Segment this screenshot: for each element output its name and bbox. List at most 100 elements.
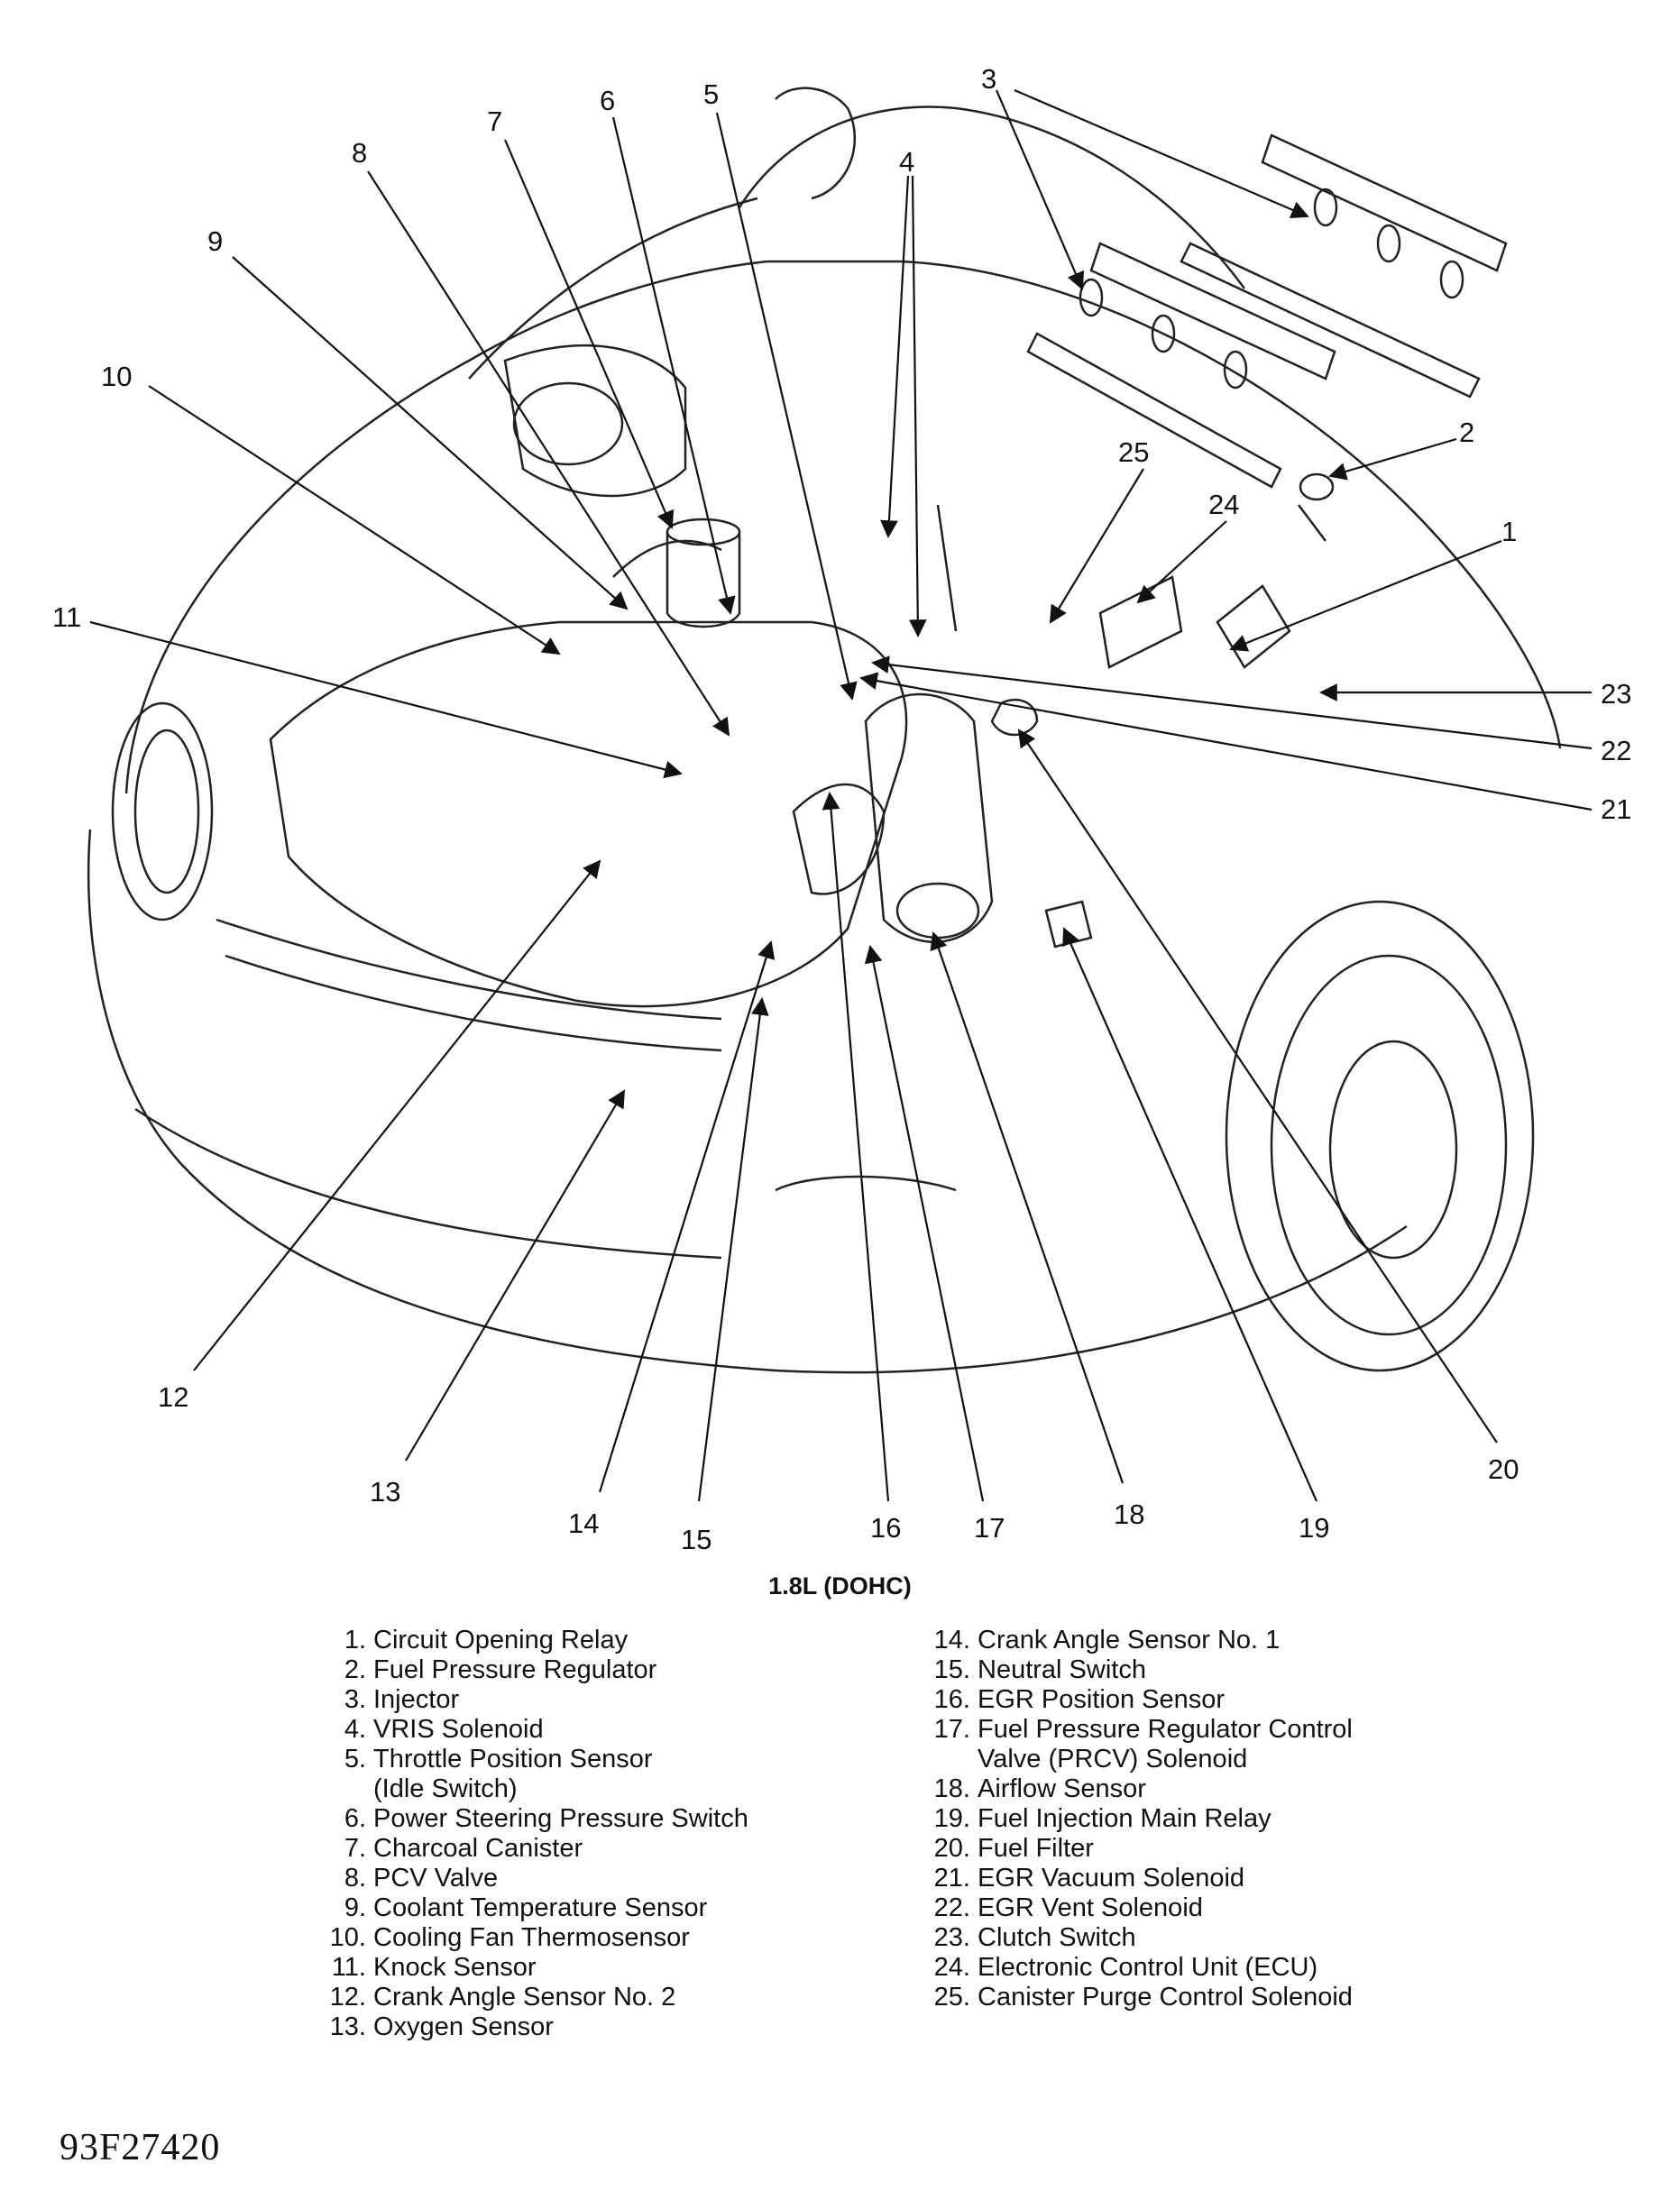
legend-number: 7. xyxy=(344,1834,366,1863)
leader-line-4b xyxy=(908,175,927,637)
legend-number: 17. xyxy=(933,1715,970,1744)
legend-label: EGR Position Sensor xyxy=(978,1685,1226,1714)
legend-label: Oxygen Sensor xyxy=(373,2012,554,2041)
legend-item: 21. EGR Vacuum Solenoid xyxy=(929,1864,1614,1893)
legend-label: EGR Vent Solenoid xyxy=(978,1893,1203,1922)
legend-label: Neutral Switch xyxy=(978,1655,1146,1684)
legend-number: 18. xyxy=(933,1774,970,1803)
callout-11: 11 xyxy=(52,601,81,633)
leader-line-6 xyxy=(611,116,736,615)
legend-label: EGR Vacuum Solenoid xyxy=(978,1864,1245,1893)
legend-label: PCV Valve xyxy=(373,1864,499,1893)
leader-line-13 xyxy=(405,1089,626,1462)
legend-item: 24. Electronic Control Unit (ECU) xyxy=(929,1953,1614,1983)
legend-left-column: 1.Circuit Opening Relay 2.Fuel Pressure … xyxy=(325,1626,902,2042)
callout-3: 3 xyxy=(981,63,996,95)
leader-line-3b xyxy=(1014,88,1309,219)
callout-14: 14 xyxy=(568,1508,599,1539)
legend-number: 5. xyxy=(344,1745,366,1774)
legend-item: 9.Coolant Temperature Sensor xyxy=(325,1893,902,1923)
legend-item: 22.EGR Vent Solenoid xyxy=(929,1893,1614,1923)
legend-item: 11.Knock Sensor xyxy=(325,1953,902,1983)
legend-label: Coolant Temperature Sensor xyxy=(373,1893,708,1922)
callout-17: 17 xyxy=(974,1512,1005,1544)
leader-line-11 xyxy=(89,620,683,779)
legend-number: 13. xyxy=(329,2012,366,2041)
leader-line-5 xyxy=(715,112,858,701)
leader-line-25 xyxy=(1049,468,1144,624)
legend-label: Airflow Sensor xyxy=(978,1774,1146,1803)
legend-number: 16. xyxy=(933,1685,970,1714)
car-body-outline xyxy=(87,87,1562,1374)
leader-line-3a xyxy=(995,89,1085,290)
legend-item: 1.Circuit Opening Relay xyxy=(325,1626,902,1655)
legend-number: 11. xyxy=(331,1953,366,1982)
legend-label: Circuit Opening Relay xyxy=(373,1626,629,1654)
legend-number: 9. xyxy=(344,1893,366,1922)
legend-item: 6.Power Steering Pressure Switch xyxy=(325,1804,902,1834)
legend-number: 6. xyxy=(344,1804,366,1833)
legend-item: 18. Airflow Sensor xyxy=(929,1774,1614,1804)
legend-number: 2. xyxy=(344,1655,366,1684)
legend-item: 10.Cooling Fan Thermosensor xyxy=(325,1923,902,1953)
callout-numbers: 1 2 3 4 5 6 7 8 9 10 11 12 13 14 15 16 1… xyxy=(52,63,1631,1555)
legend-number: 15. xyxy=(933,1655,970,1684)
legend-number: 3. xyxy=(344,1685,366,1714)
legend-item: 20.Fuel Filter xyxy=(929,1834,1614,1864)
callout-16: 16 xyxy=(870,1512,901,1544)
legend-label: Power Steering Pressure Switch xyxy=(373,1804,748,1833)
callout-2: 2 xyxy=(1459,417,1474,448)
leader-line-10 xyxy=(148,385,561,655)
legend-label: Electronic Control Unit (ECU) xyxy=(978,1953,1318,1982)
callout-20: 20 xyxy=(1488,1453,1519,1485)
callout-7: 7 xyxy=(487,105,502,137)
leader-line-9 xyxy=(232,256,629,610)
fuel-rail-assembly xyxy=(1026,133,1508,542)
legend-label: Fuel Pressure Regulator Control Valve (P… xyxy=(978,1715,1353,1774)
ecu-area xyxy=(990,575,1291,949)
leader-line-18 xyxy=(930,931,1125,1484)
headlight xyxy=(111,701,214,921)
legend-number: 8. xyxy=(344,1864,366,1893)
legend-number: 24. xyxy=(933,1953,970,1982)
legend-number: 4. xyxy=(344,1715,366,1744)
leader-line-14 xyxy=(598,940,776,1493)
legend-item: 16. EGR Position Sensor xyxy=(929,1685,1614,1715)
legend-label: Crank Angle Sensor No. 1 xyxy=(978,1626,1281,1654)
leader-line-16 xyxy=(822,792,890,1502)
legend-item: 13.Oxygen Sensor xyxy=(325,2012,902,2042)
legend-label: Crank Angle Sensor No. 2 xyxy=(373,1983,676,2012)
callout-9: 9 xyxy=(207,225,223,257)
callout-23: 23 xyxy=(1601,678,1631,710)
leader-line-24 xyxy=(1136,520,1227,604)
callout-19: 19 xyxy=(1299,1512,1329,1544)
leader-line-1 xyxy=(1229,539,1502,652)
legend-number: 10. xyxy=(329,1923,366,1952)
legend-item: 2.Fuel Pressure Regulator xyxy=(325,1655,902,1685)
legend-number: 23. xyxy=(933,1923,970,1952)
legend-item: 17. Fuel Pressure Regulator Control Valve… xyxy=(929,1715,1614,1774)
callout-15: 15 xyxy=(681,1524,711,1555)
legend-number: 21. xyxy=(933,1864,970,1893)
legend-item: 19.Fuel Injection Main Relay xyxy=(929,1804,1614,1834)
callout-6: 6 xyxy=(600,85,615,116)
callout-18: 18 xyxy=(1114,1499,1144,1530)
legend-number: 25. xyxy=(933,1983,970,2012)
legend-label: Cooling Fan Thermosensor xyxy=(373,1923,690,1952)
legend-label: Knock Sensor xyxy=(373,1953,537,1982)
engine-block xyxy=(269,344,994,1008)
leader-line-7 xyxy=(503,139,675,529)
leader-line-19 xyxy=(1062,927,1318,1502)
callout-25: 25 xyxy=(1118,436,1149,468)
legend-number: 20. xyxy=(933,1834,970,1863)
legend-label: Fuel Injection Main Relay xyxy=(978,1804,1271,1833)
legend-label: Charcoal Canister xyxy=(373,1834,583,1863)
legend-item: 23.Clutch Switch xyxy=(929,1923,1614,1953)
legend-item: 12.Crank Angle Sensor No. 2 xyxy=(325,1983,902,2012)
legend-item: 7.Charcoal Canister xyxy=(325,1834,902,1864)
legend-item: 4.VRIS Solenoid xyxy=(325,1715,902,1745)
leader-line-12 xyxy=(193,859,601,1371)
figure-caption: 1.8L (DOHC) xyxy=(768,1572,912,1599)
legend-number: 14. xyxy=(933,1626,970,1654)
